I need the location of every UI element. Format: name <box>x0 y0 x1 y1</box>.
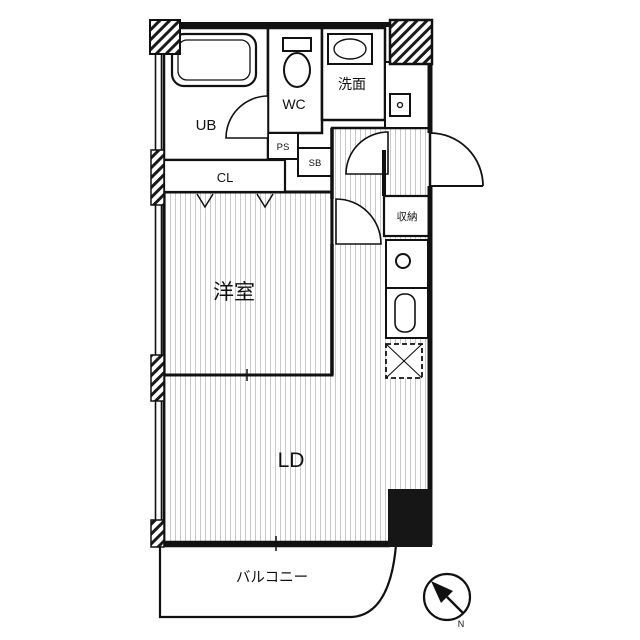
door-swing-arc-bath <box>225 95 269 139</box>
room-label-ub: UB <box>196 117 217 134</box>
room-label-balcony: バルコニー <box>236 570 308 586</box>
room-label-living-dining: LD <box>278 449 305 472</box>
washbasin-icon <box>327 33 373 65</box>
compass-north-label: N <box>458 619 465 629</box>
kitchen-sink-icon <box>385 239 429 289</box>
bathtub-icon <box>170 32 258 88</box>
room-label-sb: SB <box>309 158 322 169</box>
pillar-top-left <box>149 19 181 55</box>
compass-icon: N <box>422 572 472 629</box>
refrigerator-space-icon <box>385 343 423 379</box>
closet-door-mark-left <box>196 193 214 209</box>
closet-door-mark-right <box>256 193 274 209</box>
room-label-washroom: 洗面 <box>338 76 366 92</box>
room-label-cl: CL <box>217 170 234 185</box>
room-label-western-room: 洋室 <box>213 281 255 304</box>
door-swing-arc-entrance <box>429 132 484 187</box>
pillar-left-middle <box>150 354 165 402</box>
pillar-left-bottom <box>150 519 165 548</box>
room-label-ps: PS <box>277 142 290 153</box>
kitchen-counter-icon <box>385 287 429 339</box>
pillar-left-upper <box>150 149 165 206</box>
room-label-storage: 収納 <box>397 210 418 223</box>
balcony-outline <box>158 543 398 619</box>
door-swing-arc-washroom <box>345 131 389 175</box>
toilet-icon <box>282 37 312 88</box>
pillar-top-right <box>388 18 434 66</box>
pillar-bottom-right <box>388 489 432 547</box>
room-label-wc: WC <box>282 96 305 112</box>
washer-space-icon <box>389 93 411 117</box>
door-swing-arc-western-room <box>335 198 382 245</box>
